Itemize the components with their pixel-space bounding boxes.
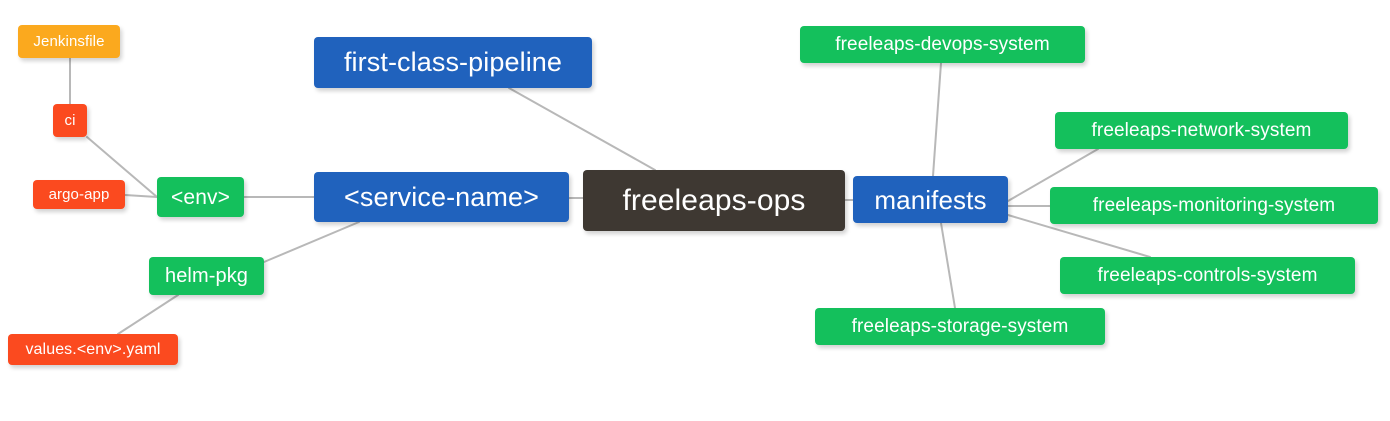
node-label-values-env-yaml: values.<env>.yaml xyxy=(25,340,161,358)
edge-pipeline-ops xyxy=(508,87,656,171)
node-label-service-name: <service-name> xyxy=(344,181,539,212)
node-freeleaps-storage-system[interactable]: freeleaps-storage-system xyxy=(815,308,1105,345)
edge-helm-pkg-values xyxy=(117,294,179,335)
node-label-jenkinsfile: Jenkinsfile xyxy=(33,33,105,50)
node-env[interactable]: <env> xyxy=(157,177,244,217)
node-freeleaps-network-system[interactable]: freeleaps-network-system xyxy=(1055,112,1348,149)
node-label-freeleaps-ops: freeleaps-ops xyxy=(622,183,806,217)
node-freeleaps-devops-system[interactable]: freeleaps-devops-system xyxy=(800,26,1085,63)
node-service-name[interactable]: <service-name> xyxy=(314,172,569,222)
node-label-freeleaps-controls-system: freeleaps-controls-system xyxy=(1097,265,1318,286)
node-freeleaps-controls-system[interactable]: freeleaps-controls-system xyxy=(1060,257,1355,294)
edge-manifests-devops xyxy=(932,62,942,177)
node-label-env: <env> xyxy=(171,185,230,209)
node-label-first-class-pipeline: first-class-pipeline xyxy=(343,47,563,77)
edge-manifests-storage xyxy=(940,222,956,309)
node-label-freeleaps-storage-system: freeleaps-storage-system xyxy=(851,316,1069,337)
node-values-env-yaml[interactable]: values.<env>.yaml xyxy=(8,334,178,365)
node-ci[interactable]: ci xyxy=(53,104,87,137)
node-label-helm-pkg: helm-pkg xyxy=(164,265,249,287)
node-jenkinsfile[interactable]: Jenkinsfile xyxy=(18,25,120,58)
node-label-manifests: manifests xyxy=(874,184,987,215)
node-helm-pkg[interactable]: helm-pkg xyxy=(149,257,264,295)
node-label-argo-app: argo-app xyxy=(48,186,110,203)
node-label-freeleaps-network-system: freeleaps-network-system xyxy=(1091,120,1312,141)
node-freeleaps-monitoring-system[interactable]: freeleaps-monitoring-system xyxy=(1050,187,1378,224)
node-first-class-pipeline[interactable]: first-class-pipeline xyxy=(314,37,592,88)
node-label-freeleaps-devops-system: freeleaps-devops-system xyxy=(835,34,1050,55)
edge-service-name-helm-pkg xyxy=(263,221,360,263)
node-manifests[interactable]: manifests xyxy=(853,176,1008,223)
node-label-ci: ci xyxy=(64,112,76,129)
node-argo-app[interactable]: argo-app xyxy=(33,180,125,209)
node-freeleaps-ops[interactable]: freeleaps-ops xyxy=(583,170,845,231)
node-label-freeleaps-monitoring-system: freeleaps-monitoring-system xyxy=(1092,195,1336,216)
edge-argo-app-env xyxy=(124,194,158,198)
